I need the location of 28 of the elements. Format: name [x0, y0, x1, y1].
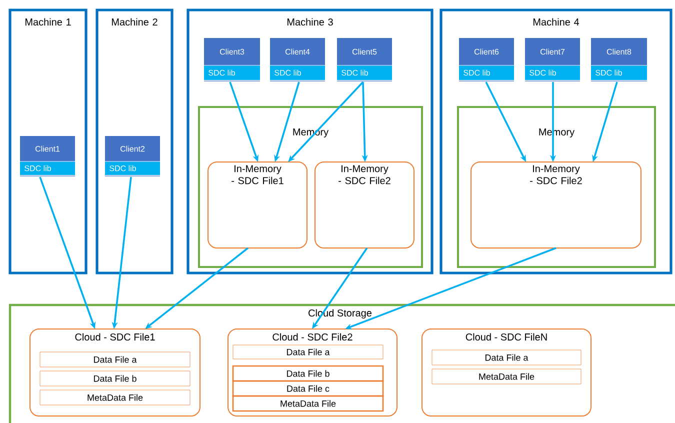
file-row: MetaData File [40, 390, 190, 406]
node-label: SDC lib [274, 70, 301, 76]
node-label: SDC lib [208, 70, 235, 76]
in-memory-file-box: In-Memory - SDC File1 [208, 162, 308, 248]
node-label: SDC lib [464, 70, 490, 76]
client-box: Client3 SDC lib [204, 38, 260, 82]
client-box: Client1 SDC lib [20, 136, 76, 176]
file-row: Data File a [232, 344, 384, 360]
client-box: Client5 SDC lib [336, 38, 392, 82]
file-row: MetaData File [232, 395, 384, 412]
node-label: SDC lib [530, 70, 556, 76]
client-box: Client4 SDC lib [270, 38, 326, 82]
client-box: Client7 SDC lib [524, 38, 580, 82]
file-row: Data File b [232, 365, 384, 382]
file-row: MetaData File [432, 368, 582, 384]
file-row: Data File a [40, 352, 190, 368]
node-label: SDC lib [596, 70, 622, 76]
node-label: SDC lib [110, 165, 136, 172]
client-box: Client2 SDC lib [104, 136, 160, 176]
in-memory-file-box: In-Memory - SDC File2 [314, 162, 414, 248]
client-box: Client6 SDC lib [458, 38, 514, 82]
node-label: SDC lib [24, 165, 51, 172]
client-box: Client8 SDC lib [590, 38, 648, 82]
file-row: Data File b [40, 370, 190, 386]
node-label: SDC lib [342, 70, 368, 76]
in-memory-file-box: In-Memory - SDC File2 [470, 162, 642, 248]
file-row: Data File a [432, 350, 582, 366]
file-row: Data File c [232, 380, 384, 397]
